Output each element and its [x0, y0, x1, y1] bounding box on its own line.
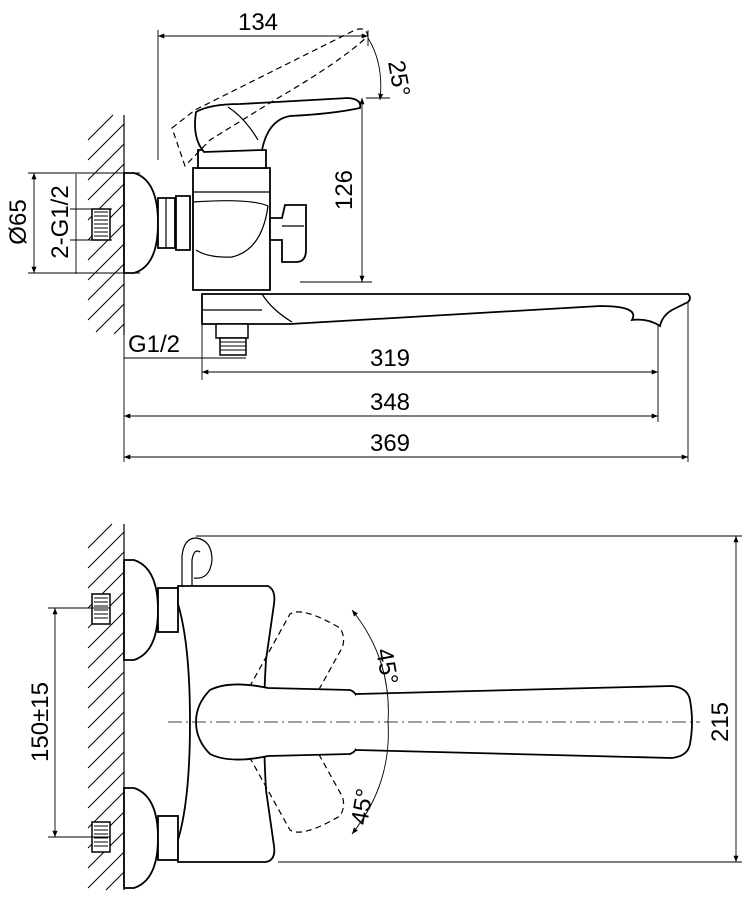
mixer-body-side [192, 167, 271, 291]
lever-open-position [171, 28, 369, 168]
angle-25: 25° [366, 37, 415, 101]
escutcheon-lower [123, 787, 159, 889]
lever-handle [194, 97, 362, 153]
dim-depth-label: 215 [707, 702, 734, 742]
dimension-outlet-thread: G1/2 [124, 331, 246, 359]
dim-lever-angle-label: 25° [382, 58, 415, 98]
dim-angle-upper-label: 45° [370, 646, 403, 686]
dim-total-369-label: 369 [370, 430, 410, 457]
connector-lower [157, 815, 179, 861]
dim-height-label: 126 [331, 170, 358, 210]
dimension-diameter: Ø65 2-G1/2 [5, 172, 140, 274]
lever-rotated-lower [229, 687, 345, 833]
top-view: 45° 45° 150±15 215 [27, 523, 742, 891]
outlet-thread [215, 323, 249, 339]
connector-upper [157, 587, 179, 633]
dim-angle-lower-label: 45° [346, 786, 379, 826]
dim-inlet-thread-label: 2-G1/2 [47, 185, 74, 258]
escutcheon-upper [123, 559, 159, 661]
pipe-thread-hatch [94, 211, 108, 237]
dim-outlet-thread-label: G1/2 [128, 331, 180, 358]
dim-flange-diameter-label: Ø65 [5, 199, 32, 244]
dim-top-width-label: 134 [238, 9, 278, 36]
dimension-centers: 150±15 [27, 607, 110, 838]
dim-spout-319-label: 319 [370, 345, 410, 372]
lever-rotated-upper [229, 611, 345, 757]
dim-centers-label: 150±15 [27, 682, 54, 762]
dimension-horizontal-stack: 319 348 369 [123, 302, 689, 462]
hand-shower-hook [181, 537, 213, 586]
side-view: 134 25° 126 Ø65 2-G1/2 G1/2 [5, 9, 691, 462]
dimension-126: 126 [300, 98, 372, 283]
dim-total-348-label: 348 [370, 389, 410, 416]
union-nut [175, 195, 191, 251]
diverter-knob [269, 204, 307, 263]
escutcheon-flange [123, 172, 159, 274]
dimension-depth: 215 [196, 535, 742, 863]
spout-side [201, 293, 691, 328]
